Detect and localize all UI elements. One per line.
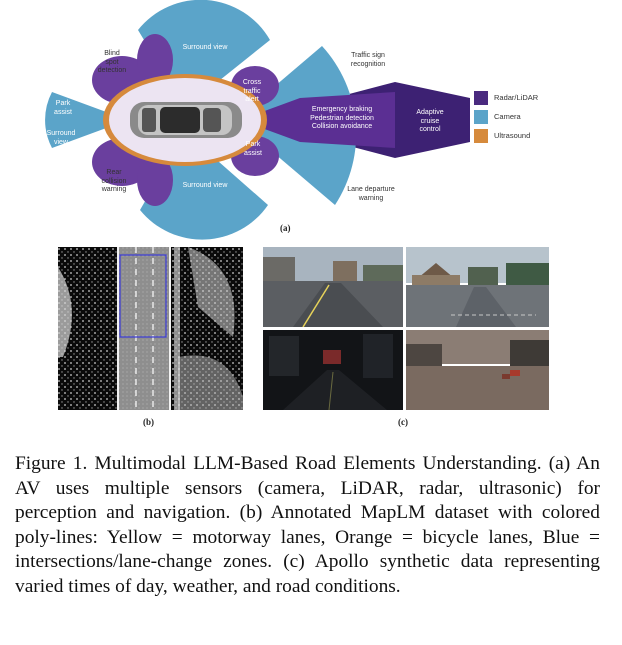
label-lane-departure: Lane departure warning xyxy=(336,186,406,203)
label-park-assist-right: Park assist xyxy=(238,141,268,158)
label-park-assist-left: Park assist xyxy=(48,100,78,117)
legend-label: Radar/LiDAR xyxy=(494,93,538,102)
label-surround-top: Surround view xyxy=(170,44,240,53)
legend-item: Radar/LiDAR xyxy=(474,88,538,107)
legend-item: Ultrasound xyxy=(474,126,538,145)
label-surround-left: Surround view xyxy=(44,130,78,147)
car-icon xyxy=(130,102,242,138)
sensor-legend: Radar/LiDAR Camera Ultrasound xyxy=(474,88,538,145)
legend-swatch-ultrasound xyxy=(474,129,488,143)
sensor-diagram: Blind spot detection Surround view Traff… xyxy=(0,0,622,240)
figure-caption: Figure 1. Multimodal LLM-Based Road Elem… xyxy=(15,452,600,600)
label-surround-bottom: Surround view xyxy=(170,182,240,191)
scene-night-city xyxy=(263,330,403,410)
sublabel-a: (a) xyxy=(280,223,291,233)
label-blind-spot: Blind spot detection xyxy=(92,50,132,76)
scene-rain-town xyxy=(406,247,549,327)
sublabel-c: (c) xyxy=(398,417,408,427)
legend-swatch-camera xyxy=(474,110,488,124)
apollo-synthetic-grid xyxy=(263,247,549,410)
legend-label: Ultrasound xyxy=(494,131,530,140)
sublabel-b: (b) xyxy=(143,417,154,427)
legend-item: Camera xyxy=(474,107,538,126)
scene-dusk-street xyxy=(406,330,549,410)
maplm-bev-image xyxy=(58,247,243,410)
bev-lidar-graphic xyxy=(58,247,243,410)
scene-day-city xyxy=(263,247,403,327)
label-traffic-sign: Traffic sign recognition xyxy=(338,52,398,69)
legend-label: Camera xyxy=(494,112,521,121)
label-rear-collision: Rear collision warning xyxy=(94,169,134,195)
label-emergency: Emergency braking Pedestrian detection C… xyxy=(288,106,396,132)
legend-swatch-radar xyxy=(474,91,488,105)
label-cross-traffic: Cross traffic alert xyxy=(232,79,272,105)
label-adaptive-cruise: Adaptive cruise control xyxy=(408,109,452,135)
